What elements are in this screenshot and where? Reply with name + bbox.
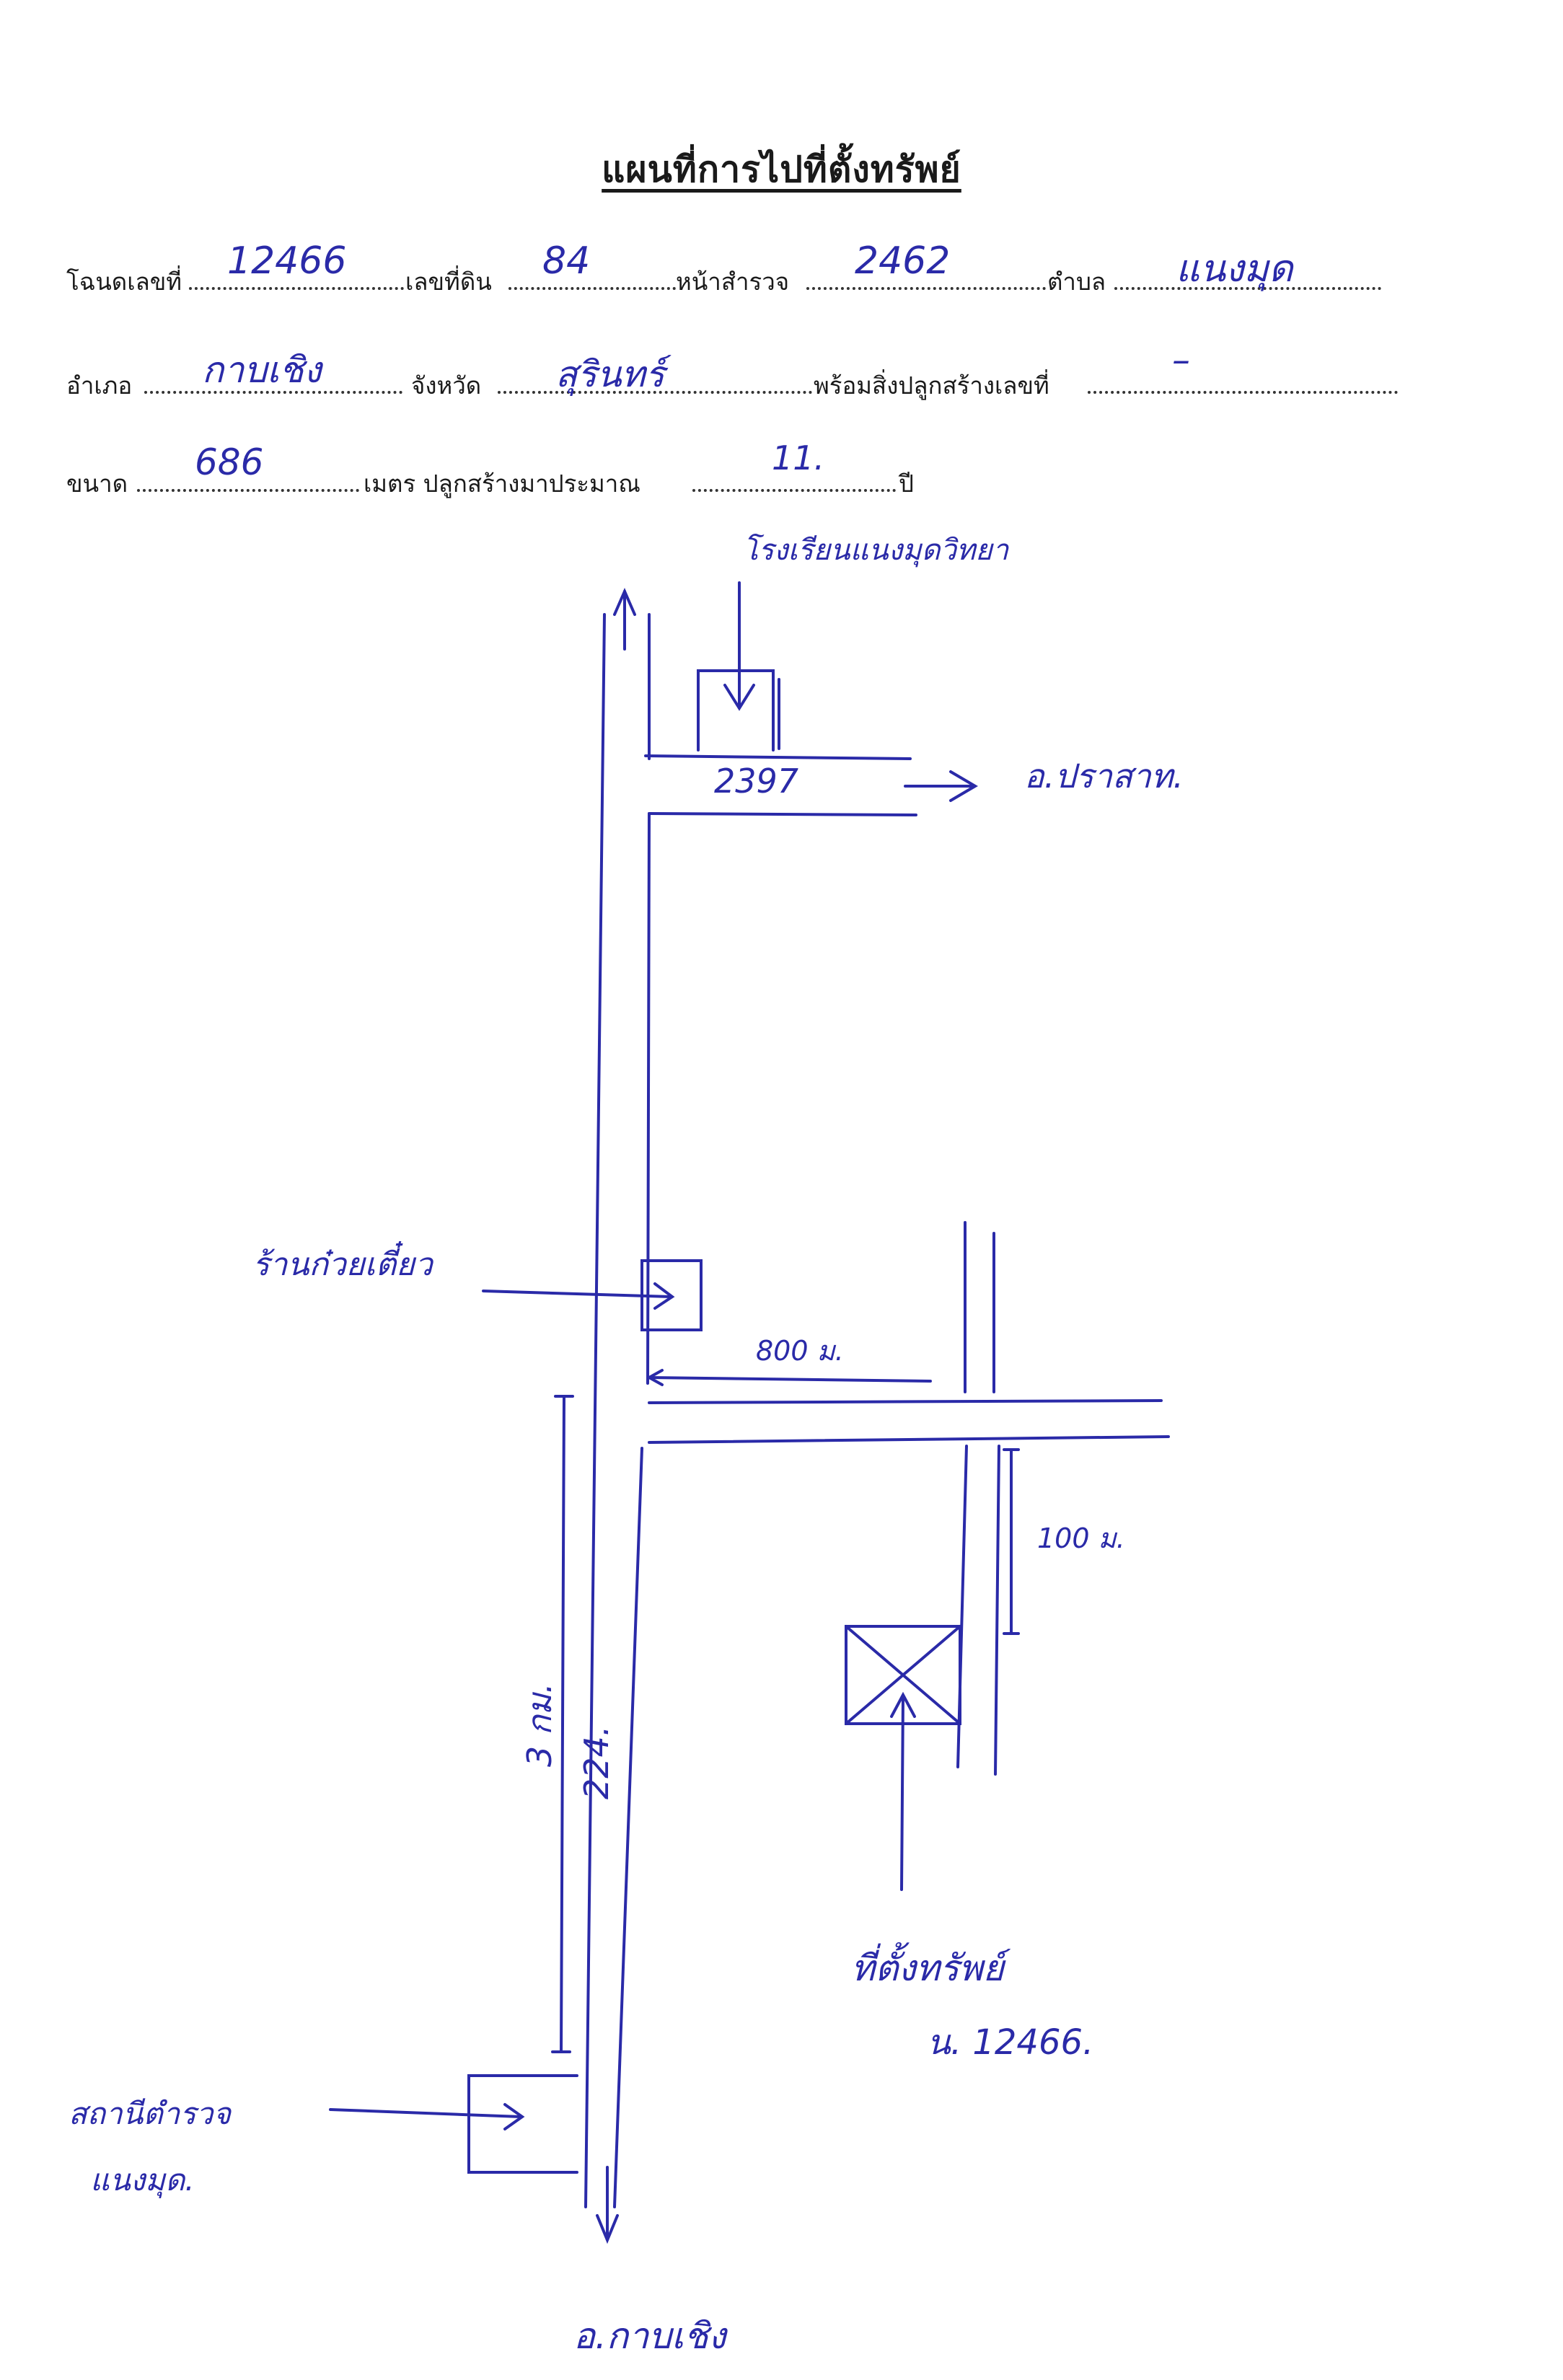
road-2397-label: 2397 [714, 762, 799, 801]
shop-arrow-shaft [482, 1290, 672, 1298]
building-dots [1088, 391, 1398, 394]
school-label: โรงเรียนแนงมุดวิทยา [743, 534, 1009, 567]
deed-value: 12466 [227, 239, 347, 283]
land-no-value: 84 [542, 239, 591, 283]
survey-value: 2462 [855, 239, 951, 283]
road-224-left-edge [584, 613, 606, 2208]
size-value: 686 [195, 441, 264, 483]
shop-arrow [653, 1282, 675, 1310]
side-road-top-edge [648, 1399, 1163, 1404]
shop-label: ร้านก๋วยเตี๋ยว [252, 1246, 433, 1283]
property-deed-label: น. 12466. [927, 2022, 1094, 2063]
police-arrow [503, 2103, 525, 2130]
subdistrict-value: แนงมุด [1176, 247, 1293, 291]
cross-road-right-bottom [994, 1445, 1000, 1776]
dim-3km-label: 3 กม. [520, 1683, 559, 1767]
province-label: จังหวัด [411, 371, 482, 400]
police-label-line1: สถานีตำรวจ [69, 2096, 231, 2131]
dim-800-line [648, 1376, 932, 1383]
police-label-line2: แนงมุด. [90, 2162, 195, 2198]
size-dots [137, 489, 359, 492]
property-arrow [890, 1691, 916, 1718]
side-road-bottom-edge [648, 1435, 1170, 1444]
district-label: อำเภอ [66, 371, 133, 400]
dim-3km-line [560, 1395, 565, 2053]
dim-100-label: 100 ม. [1037, 1522, 1125, 1554]
road-2397-top-edge [644, 754, 912, 760]
survey-label: หน้าสำรวจ [676, 268, 790, 296]
deed-dots [189, 287, 404, 290]
to-kapchoeng-label: อ.กาบเชิง [573, 2315, 726, 2357]
police-box [467, 2074, 578, 2174]
year-label: ปี [899, 470, 914, 498]
subdistrict-dots [1114, 287, 1381, 290]
school-box [697, 669, 775, 752]
road-224-label: 224. [577, 1725, 616, 1799]
district-dots [144, 391, 402, 394]
arrow-to-prasat [949, 770, 978, 802]
dim-800-arrow-left [646, 1369, 664, 1386]
years-value: 11. [772, 438, 825, 477]
province-value: สุรินทร์ [555, 353, 665, 395]
survey-dots [806, 287, 1046, 290]
district-value: กาบเชิง [202, 349, 322, 391]
property-label: ที่ตั้งทรัพย์ [851, 1947, 1004, 1989]
province-dots [498, 391, 812, 394]
arrow-south [596, 2214, 619, 2244]
subdistrict-label: ตำบล [1047, 268, 1106, 296]
years-dots [692, 489, 896, 492]
size-label: ขนาด [66, 470, 128, 498]
road-224-right-edge-mid [646, 812, 651, 1385]
road-224-right-edge-bottom [613, 1447, 643, 2208]
dim-800-label: 800 ม. [756, 1335, 844, 1367]
property-x-2 [845, 1625, 961, 1725]
school-arrow [723, 684, 755, 711]
building-value: – [1172, 339, 1190, 381]
police-arrow-shaft [329, 2108, 522, 2118]
meters-built-label: เมตร ปลูกสร้างมาประมาณ [364, 470, 640, 498]
to-prasat-label: อ.ปราสาท. [1024, 757, 1184, 795]
land-no-dots [508, 287, 676, 290]
page-title: แผนที่การไปที่ตั้งทรัพย์ [602, 148, 961, 190]
deed-label: โฉนดเลขที่ [66, 268, 182, 296]
road-2397-bottom-edge [648, 812, 917, 816]
land-no-label: เลขที่ดิน [405, 268, 492, 296]
building-label: พร้อมสิ่งปลูกสร้างเลขที่ [814, 371, 1049, 400]
property-arrow-shaft [900, 1695, 904, 1891]
